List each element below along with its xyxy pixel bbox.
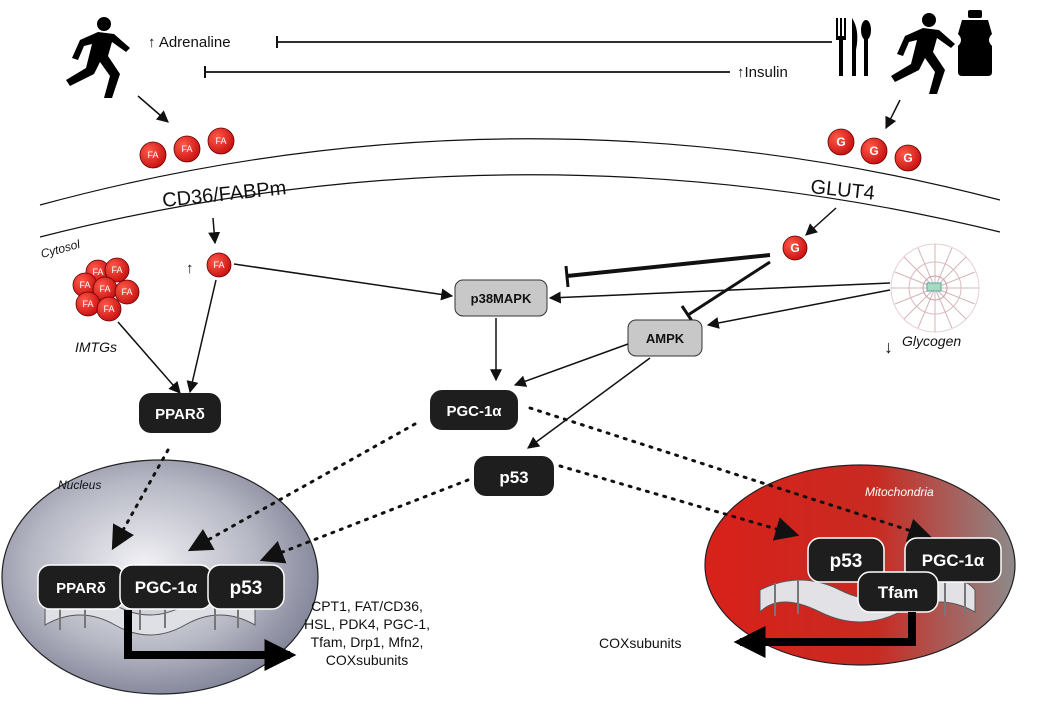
nucleus-label: Nucleus [58, 478, 101, 492]
svg-text:PPARδ: PPARδ [56, 580, 106, 597]
svg-text:PGC-1α: PGC-1α [135, 578, 198, 597]
arrow-runner-fa [137, 95, 169, 123]
mito-output-arrow [733, 612, 916, 658]
adrenaline-label: ↑ Adrenaline [148, 34, 231, 51]
nucleus-ppard-node: PPARδ [37, 564, 125, 610]
translocation-ppard-nucleus [111, 448, 170, 551]
insulin-label: ↑Insulin [737, 64, 788, 81]
arrow-imtg-ppard [117, 321, 181, 394]
ppard-node: PPARδ [139, 393, 221, 433]
svg-text:FA: FA [92, 267, 103, 277]
svg-text:FA: FA [215, 136, 226, 146]
glut4-label: GLUT4 [809, 176, 875, 205]
svg-text:p53: p53 [499, 468, 528, 487]
nucleus-p53-node: p53 [207, 564, 285, 610]
svg-text:G: G [869, 144, 878, 158]
svg-text:FA: FA [103, 304, 114, 314]
translocation-p53-nucleus [259, 478, 470, 564]
glycogen-label: Glycogen [902, 333, 961, 349]
glucose-molecule: G [894, 144, 922, 172]
ampk-node: AMPK [627, 319, 703, 357]
mito-pgc1a-node: PGC-1α [904, 537, 1002, 583]
p38mapk-node: p38MAPK [454, 279, 548, 317]
svg-text:FA: FA [79, 280, 90, 290]
fa-up-arrow: ↑ [186, 260, 194, 277]
inhibit-g-ampk [687, 260, 771, 317]
mito-cox-label: COXsubunits [599, 635, 681, 651]
gene-list: CPT1, FAT/CD36, HSL, PDK4, PGC-1, Tfam, … [304, 598, 430, 668]
arrow-fa-ppard [186, 279, 217, 394]
mito-p53-node: p53 [807, 537, 885, 583]
svg-text:FA: FA [213, 260, 224, 270]
svg-text:FA: FA [181, 144, 192, 154]
translocation-pgc1a-nucleus [187, 422, 417, 552]
svg-text:AMPK: AMPK [646, 331, 685, 346]
svg-text:p53: p53 [230, 578, 263, 599]
glycogen-icon [890, 243, 980, 333]
pgc1a-node: PGC-1α [430, 390, 518, 430]
svg-text:HSL, PDK4, PGC-1,: HSL, PDK4, PGC-1, [304, 616, 430, 632]
svg-text:CPT1, FAT/CD36,: CPT1, FAT/CD36, [311, 598, 423, 614]
arrow-glycogen-p38 [548, 282, 891, 304]
tfam-node: Tfam [857, 571, 939, 613]
fa-molecule: FA [139, 141, 167, 169]
arrow-glycogen-ampk [706, 289, 891, 329]
glucose-molecule: G [827, 128, 855, 156]
arrow-runner-g [885, 99, 901, 130]
svg-text:PGC-1α: PGC-1α [446, 403, 502, 420]
membrane-outer [39, 138, 1001, 206]
cd36-label: CD36/FABPm [161, 177, 287, 212]
fa-molecule-cytosol: FA [206, 252, 232, 278]
svg-text:COXsubunits: COXsubunits [326, 652, 408, 668]
glucose-molecule: G [860, 137, 888, 165]
inhibit-g-p38 [566, 253, 771, 278]
svg-text:FA: FA [121, 287, 132, 297]
arrow-glut4-g [805, 207, 837, 236]
glucose-molecule-cytosol: G [782, 235, 808, 261]
nucleus-pgc1a-node: PGC-1α [119, 564, 213, 610]
cutlery-icon [836, 18, 871, 76]
svg-text:FA: FA [111, 265, 122, 275]
runner-icon [66, 17, 130, 98]
imtg-cluster: FA FA FA FA FA FA FA [72, 257, 140, 322]
glycogen-down-arrow: ↓ [884, 337, 893, 357]
imtgs-label: IMTGs [75, 339, 117, 355]
svg-text:G: G [790, 241, 799, 255]
svg-text:Tfam, Drp1, Mfn2,: Tfam, Drp1, Mfn2, [311, 634, 424, 650]
arrow-fa-p38 [233, 263, 454, 301]
arrow-ampk-pgc1a [513, 343, 629, 387]
arrow-ampk-p53 [527, 357, 651, 449]
svg-text:FA: FA [99, 284, 110, 294]
translocation-p53-mito [558, 464, 800, 541]
svg-text:PPARδ: PPARδ [155, 406, 205, 423]
nucleus-output-arrow [124, 610, 297, 671]
fa-molecule: FA [173, 135, 201, 163]
svg-text:PGC-1α: PGC-1α [922, 551, 985, 570]
mitochondria-label: Mitochondria [865, 485, 934, 499]
svg-text:FA: FA [147, 150, 158, 160]
svg-text:G: G [836, 135, 845, 149]
cytosol-label: Cytosol [39, 237, 82, 261]
runner-icon [891, 13, 955, 94]
arrow-cd36-fa [208, 217, 221, 245]
svg-text:p38MAPK: p38MAPK [471, 291, 532, 306]
svg-text:FA: FA [82, 299, 93, 309]
svg-text:G: G [903, 151, 912, 165]
fa-molecule: FA [207, 127, 235, 155]
p53-node: p53 [474, 456, 554, 496]
translocation-pgc1a-mito [528, 406, 933, 542]
svg-text:Tfam: Tfam [878, 583, 919, 602]
bottle-icon [958, 10, 992, 76]
svg-text:p53: p53 [830, 551, 863, 572]
membrane-inner [39, 174, 1001, 238]
